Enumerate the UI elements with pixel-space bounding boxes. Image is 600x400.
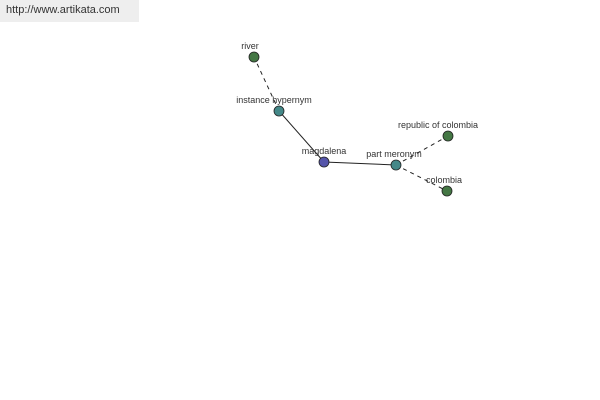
nodes-layer: magdalena instance hypernym river part mero… [236, 41, 478, 197]
node-circle-colombia[interactable] [441, 185, 453, 197]
node-label-magdalena[interactable]: magdalena [302, 146, 347, 156]
edge-part-meronym-to-colombia [395, 164, 448, 192]
node-label-colombia[interactable]: colombia [426, 175, 462, 185]
node-label-part-meronym[interactable]: part meronym [366, 149, 422, 159]
node-label-instance-hypernym[interactable]: instance hypernym [236, 95, 312, 105]
node-instance-hypernym[interactable]: instance hypernym [236, 95, 312, 117]
edge-magdalena-to-instance-hypernym [278, 110, 325, 163]
node-river[interactable]: river [241, 41, 260, 63]
node-part-meronym[interactable]: part meronym [366, 149, 422, 171]
edge-part-meronym-to-republic-of-colombia [395, 135, 449, 166]
url-banner: http://www.artikata.com [0, 0, 139, 22]
node-circle-republic-of-colombia[interactable] [442, 130, 454, 142]
node-circle-part-meronym[interactable] [390, 159, 402, 171]
node-label-river[interactable]: river [241, 41, 259, 51]
edge-instance-hypernym-to-river [253, 56, 280, 112]
node-magdalena[interactable]: magdalena [302, 146, 347, 168]
node-republic-of-colombia[interactable]: republic of colombia [398, 120, 478, 142]
site-url: http://www.artikata.com [6, 4, 120, 16]
edge-magdalena-to-part-meronym [323, 161, 397, 166]
edges-layer [253, 56, 449, 192]
node-circle-river[interactable] [248, 51, 260, 63]
node-circle-magdalena[interactable] [318, 156, 330, 168]
node-colombia[interactable]: colombia [426, 175, 462, 197]
node-label-republic-of-colombia[interactable]: republic of colombia [398, 120, 478, 130]
node-circle-instance-hypernym[interactable] [273, 105, 285, 117]
